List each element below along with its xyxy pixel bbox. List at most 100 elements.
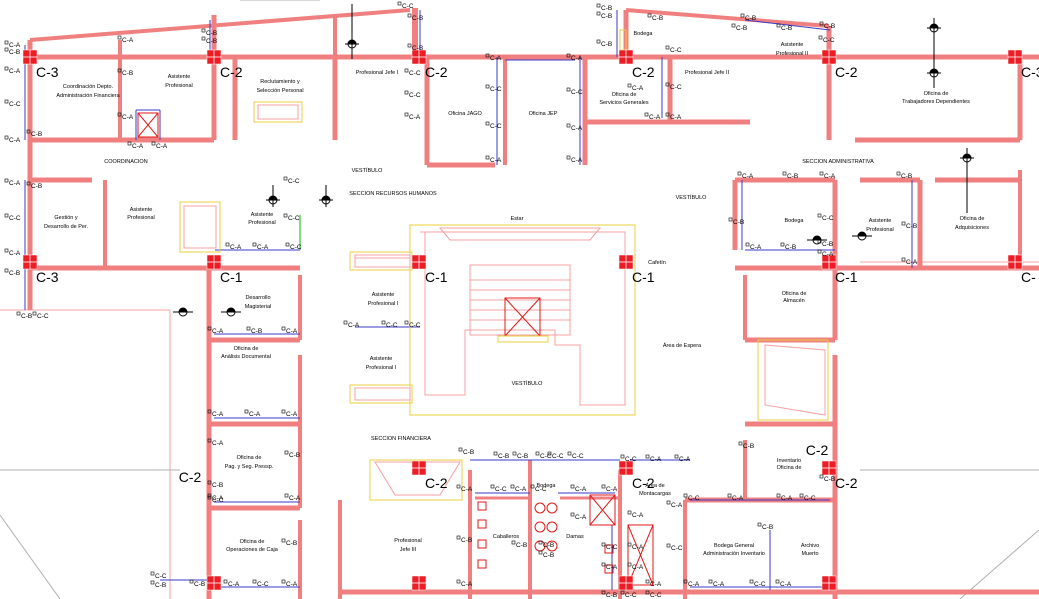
wall-tag-label: C-C [822,215,834,222]
wall-tag-label: C-B [461,537,472,544]
wall-tag: C-C [683,493,700,502]
wall-tag: C-A [117,35,134,44]
room-label: Profesional II [776,51,809,57]
room-label: Magisterial [245,304,272,310]
wall-tag-label: C-A [286,328,298,335]
wall-tag-label: C-B [901,173,912,180]
room-label: Profesional I [366,365,397,371]
column-label: C-2 [425,64,448,80]
wall-tag-label: C-A [212,495,224,502]
wall-tag: C-A [645,579,662,588]
wall-tag-label: C-A [348,322,360,329]
wall-tag-label: C-B [543,552,554,559]
wall-tag: C-A [456,484,473,493]
wall-tag: C-A [901,257,918,266]
wall-tag: C-B [538,550,554,559]
wall-tag: C-B [189,579,205,588]
wall-tag-label: C-C [572,453,584,460]
wall-tag-label: C-B [781,25,792,32]
wall-tag: C-B [776,23,792,32]
wall-tag-label: C-B [906,223,917,230]
wall-tag: C-A [485,155,502,164]
column-label: C-3 [36,64,59,80]
wall-tag: C-C [397,1,414,10]
wall-tag-label: C-A [490,157,502,164]
wall-tag-label: C-C [823,37,835,44]
wall-tag-label: C-C [155,573,167,580]
wall-tag-label: C-A [409,114,421,121]
wall-tag-label: C-A [575,486,587,493]
wall-tag: C-A [776,493,793,502]
wall-tag: C-A [456,579,473,588]
wall-tag: C-A [485,53,502,62]
wall-tag-label: C-B [9,49,20,56]
wall-tag: C-B [896,171,912,180]
wall-tag-label: C-A [650,456,662,463]
room-label: Profesional I [368,301,399,307]
structural-column: C-2 [821,49,858,80]
wall-tag: C-A [244,409,261,418]
wall-tag-label: C-C [409,70,421,77]
column-label: C-2 [220,64,243,80]
wall-tag: C-A [4,40,21,49]
wall-tag-label: C-A [212,440,224,447]
room-label: Reclutamiento y [260,79,300,85]
wall-tag-label: C-C [670,47,682,54]
wall-tag-label: C-A [713,581,725,588]
marker-symbol [852,231,872,241]
wall-tag-label: C-A [679,456,691,463]
wall-tag-label: C-B [606,592,617,599]
room-label: Muerto [801,551,818,557]
room-label: Profesional Jefe I [356,70,399,76]
wall-tag: C-A [343,320,360,329]
wall-tag: C-A [727,493,744,502]
wall-tag: C-A [117,112,134,121]
room-label: Profesional Jefe II [685,70,729,76]
wall-tag: C-A [570,512,587,521]
room-label: Oficina JEP [529,111,558,117]
wall-tag-label: C-C [288,178,300,185]
wall-tag: C-A [627,83,644,92]
wall-tag-label: C-A [230,244,242,251]
wall-tag: C-B [407,13,423,22]
wall-tag-label: C-A [632,512,644,519]
structural-column: C-2 [411,460,448,491]
wall-tag-label: C-A [906,259,918,266]
column-label: C-1 [220,269,243,285]
wall-tag: C-B [819,474,835,483]
marker-symbol [266,185,280,207]
structural-column [411,575,427,591]
marker-symbol [221,307,241,317]
marker-symbol [927,18,941,88]
room-label: Caballeros [493,534,520,540]
wall-tag-label: C-B [736,25,747,32]
wall-tag-label: C-A [824,173,836,180]
wall-tag: C-A [665,112,682,121]
wall-tag-label: C-B [601,13,612,20]
wall-tag-label: C-A [650,581,662,588]
wall-tag: C-B [647,13,663,22]
room-label: Administración Financiera [56,93,120,99]
wall-tag: C-C [4,99,21,108]
room-label: Oficina de [924,91,949,97]
room-label: Archivo [801,543,819,549]
column-label: C-1 [835,269,858,285]
room-label: Profesional [866,227,894,233]
wall-tag-label: C-C [625,456,637,463]
wall-tag-label: C-C [552,453,564,460]
wall-tag-label: C-C [409,92,421,99]
room-label: Profesional [248,220,276,226]
wall-tag-label: C-B [762,524,773,531]
structural-column: C-2 [821,460,858,491]
wall-tag: C-B [511,540,527,549]
room-label: Profesional [165,83,193,89]
furniture [137,29,829,586]
room-label: Oficina de [237,455,262,461]
structural-column [821,575,837,591]
wall-tag-label: C-C [670,84,682,91]
wall-tag: C-C [485,84,502,93]
wall-tag-label: C-C [212,497,224,504]
wall-tag-label: C-B [31,131,42,138]
wall-tag: C-B [150,580,166,589]
room-label: Inventario [777,458,801,464]
